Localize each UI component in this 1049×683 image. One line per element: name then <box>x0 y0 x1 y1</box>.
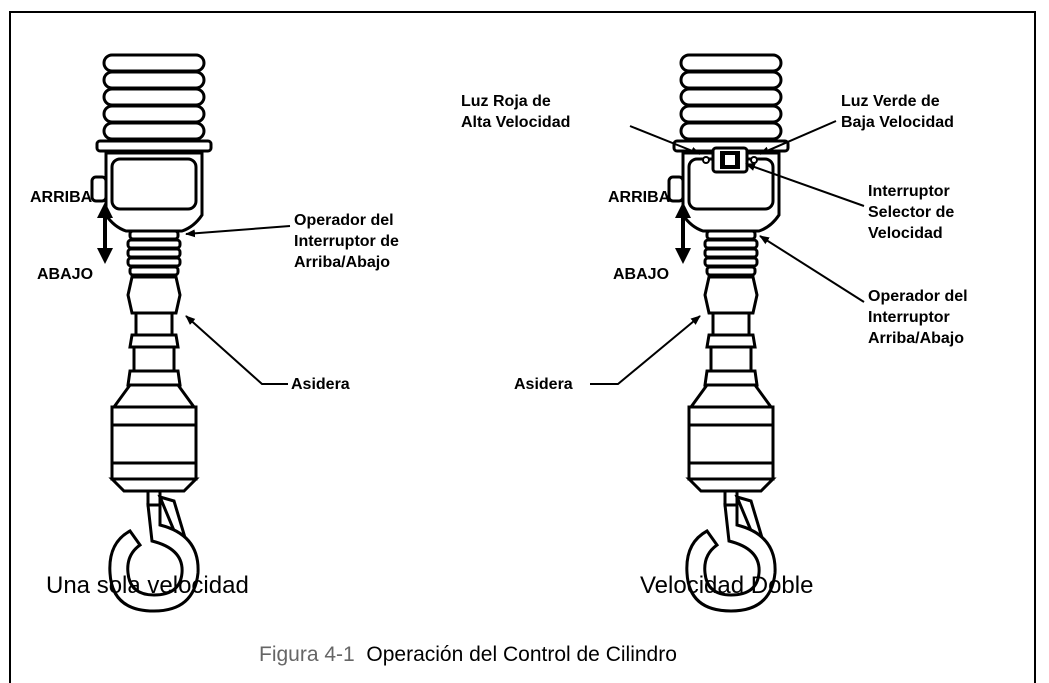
label-selector-velocidad: Interruptor Selector de Velocidad <box>868 181 954 244</box>
label-arriba-right: ARRIBA <box>608 189 671 206</box>
label-operador-right: Operador del Interruptor Arriba/Abajo <box>868 286 968 349</box>
label-luz-roja: Luz Roja de Alta Velocidad <box>461 91 570 133</box>
label-line: Alta Velocidad <box>461 114 571 131</box>
label-line: Arriba/Abajo <box>294 254 391 271</box>
label-line: Luz Verde de <box>841 93 940 110</box>
figure-number: Figura 4-1 <box>259 643 355 666</box>
label-asidera-left: Asidera <box>291 376 350 393</box>
label-operador-left: Operador del Interruptor de Arriba/Abajo <box>294 210 399 273</box>
label-abajo-right: ABAJO <box>613 266 670 283</box>
label-line: Interruptor <box>868 309 950 326</box>
label-luz-verde: Luz Verde de Baja Velocidad <box>841 91 954 133</box>
figure-frame <box>9 11 1036 683</box>
caption-single-speed: Una sola velocidad <box>46 572 249 599</box>
label-line: Interruptor de <box>294 233 399 250</box>
figure-title: Operación del Control de Cilindro <box>366 643 677 666</box>
label-line: Arriba/Abajo <box>868 330 965 347</box>
label-arriba-left: ARRIBA <box>30 189 93 206</box>
label-line: Operador del <box>868 288 968 305</box>
label-line: Selector de <box>868 204 955 221</box>
label-line: Luz Roja de <box>461 93 551 110</box>
label-abajo-left: ABAJO <box>37 266 94 283</box>
caption-double-speed: Velocidad Doble <box>640 572 814 599</box>
label-line: Velocidad <box>868 225 943 242</box>
figure-caption: Figura 4-1 Operación del Control de Cili… <box>259 643 677 667</box>
label-line: Baja Velocidad <box>841 114 954 131</box>
label-line: Interruptor <box>868 183 950 200</box>
label-line: Operador del <box>294 212 394 229</box>
label-asidera-right: Asidera <box>514 376 573 393</box>
